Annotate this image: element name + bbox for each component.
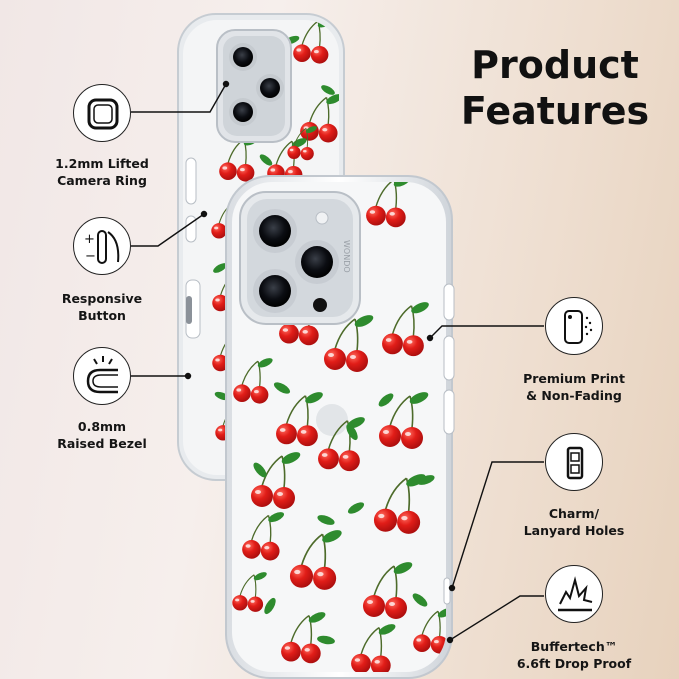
leaf (417, 475, 435, 485)
front-phone-case: WONDO (225, 175, 455, 679)
callout-lines (131, 80, 544, 644)
feature-label-raised-bezel: 0.8mm Raised Bezel (57, 419, 147, 451)
cherry-pair (373, 474, 426, 534)
leaf (317, 515, 335, 525)
cherry-pair (251, 452, 301, 509)
leaf (253, 462, 267, 478)
title-line-1: Product (471, 43, 639, 87)
leaf (259, 154, 273, 166)
cherry-pair (232, 572, 267, 612)
brand-mark: WONDO (342, 240, 351, 273)
cherry-pair (281, 612, 326, 664)
cherry-pair (413, 608, 446, 654)
cherry-pair (363, 562, 413, 619)
leaf (213, 263, 227, 273)
feature-label-premium-print: Premium Print & Non-Fading (523, 371, 625, 403)
cherry-pair (379, 392, 429, 449)
leaf (346, 423, 358, 441)
leaf (273, 382, 291, 394)
leaf (317, 635, 335, 645)
cherry-pair (289, 530, 342, 590)
premium-print-icon (545, 297, 603, 355)
cherry-pair (324, 315, 374, 372)
lanyard-holes-icon (545, 433, 603, 491)
feature-label-camera-ring: 1.2mm Lifted Camera Ring (55, 156, 149, 188)
feature-label-drop-proof: Buffertech™ 6.6ft Drop Proof (516, 639, 632, 671)
leaf (347, 502, 365, 514)
feature-label-responsive-button: Responsive Button (61, 291, 143, 323)
feature-label-lanyard-holes: Charm/ Lanyard Holes (523, 506, 625, 538)
leaf (264, 597, 276, 615)
front-case-cherry-print (232, 182, 446, 672)
drop-proof-icon (545, 565, 603, 623)
cherry-pair (233, 358, 273, 404)
cherry-pair (366, 182, 411, 228)
raised-bezel-icon (73, 347, 131, 405)
leaf (412, 593, 428, 607)
cherry-pair (351, 624, 396, 672)
cherry-pair (318, 417, 365, 472)
leaf (378, 393, 394, 407)
cherry-pair (382, 302, 429, 357)
svg-text:+: + (84, 232, 95, 247)
lifted-camera-ring-icon (73, 84, 131, 142)
title-line-2: Features (460, 89, 650, 133)
svg-text:−: − (85, 249, 96, 264)
cherry-pair (276, 392, 323, 447)
cherry-pair (242, 512, 285, 561)
cherry-pair (287, 126, 317, 161)
product-features-title: Product Features (440, 42, 670, 134)
leaf (321, 85, 335, 95)
responsive-button-icon: + − (73, 217, 131, 275)
